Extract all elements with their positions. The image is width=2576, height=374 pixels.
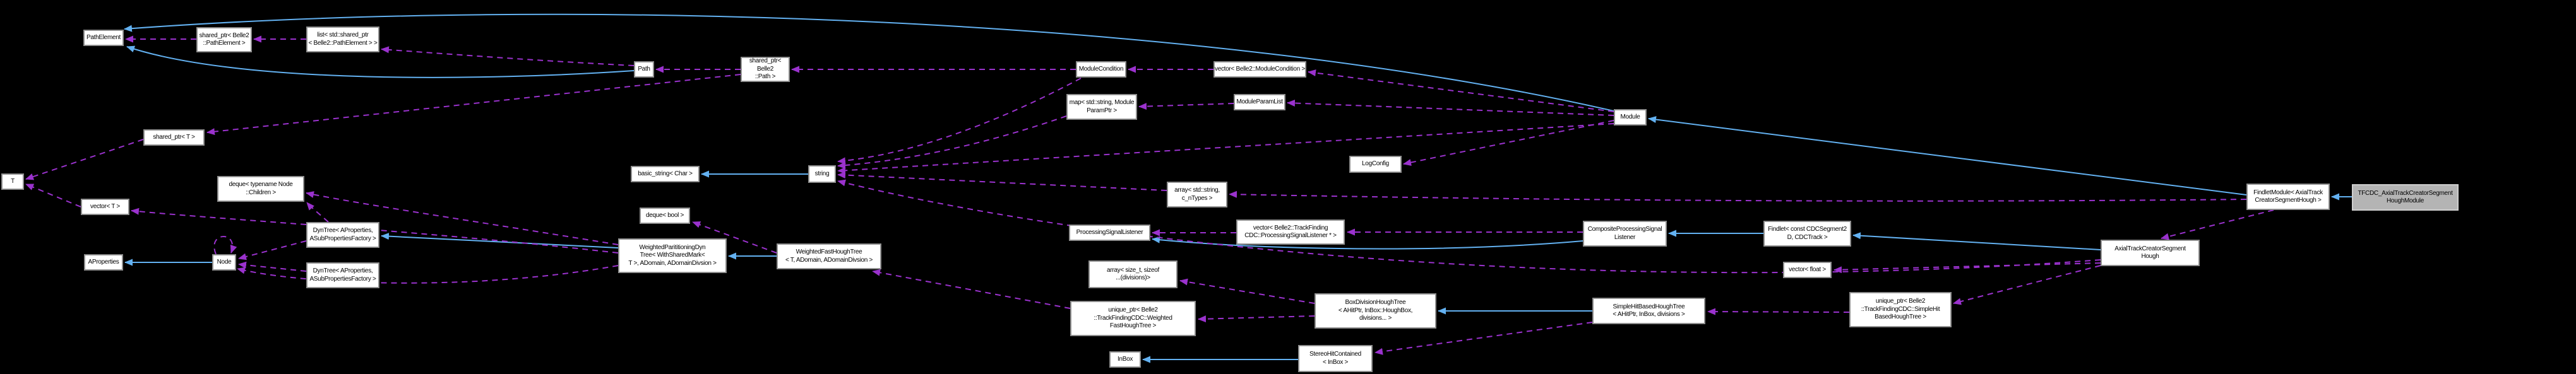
edge-weighted-paritioning-dyn-tree-to-dyn-tree-1 (381, 233, 619, 248)
edge-path-to-path-element (126, 45, 635, 78)
class-node-weighted-paritioning-dyn-tree[interactable]: WeightedParititioningDyn Tree< WithShare… (618, 238, 727, 273)
edge-module-to-vector-module-condition (1308, 69, 1614, 112)
class-node-box-division-hough-tree[interactable]: BoxDivisionHoughTree < AHitPtr, InBox::H… (1315, 293, 1436, 329)
class-node-simple-hit-based-hough-tree[interactable]: SimpleHitBasedHoughTree < AHitPtr, InBox… (1592, 298, 1705, 324)
class-node-module[interactable]: Module (1614, 109, 1647, 126)
class-node-module-param-list[interactable]: ModuleParamList (1234, 94, 1285, 110)
class-node-deque-node-children[interactable]: deque< typename Node ::Children > (217, 176, 304, 202)
class-node-stereo-hit-contained-inbox[interactable]: StereoHitContained < InBox > (1298, 345, 1373, 372)
class-node-tfcdc-axial-track-creator-segment-hough-module: TFCDC_AxialTrackCreatorSegment HoughModu… (2352, 184, 2459, 211)
edge-weighted-paritioning-dyn-tree-to-node (237, 265, 619, 284)
edge-module-to-module-param-list (1287, 99, 1614, 116)
class-node-basic-string-char[interactable]: basic_string< Char > (631, 166, 700, 182)
edge-dyn-tree-2-to-node (238, 261, 307, 272)
class-node-dyn-tree-1[interactable]: DynTree< AProperties, ASubPropertiesFact… (306, 222, 379, 248)
edge-module-to-path-element (124, 13, 1614, 112)
class-node-a-properties[interactable]: AProperties (84, 254, 123, 271)
edge-dyn-tree-1-to-deque-node-children (306, 202, 329, 223)
edge-axial-track-creator-segment-hough-to-findlet (1852, 232, 2101, 250)
class-node-axial-track-creator-segment-hough[interactable]: AxialTrackCreatorSegment Hough (2101, 240, 2200, 266)
class-node-t[interactable]: T (1, 173, 24, 190)
class-node-unique-ptr-weighted-fast-hough-tree[interactable]: unique_ptr< Belle2 ::TrackFindingCDC::We… (1070, 301, 1196, 336)
edge-composite-processing-signal-listener-to-processing-signal-listener (1152, 236, 1583, 250)
class-node-findlet[interactable]: Findlet< const CDCSegment2 D, CDCTrack > (1763, 221, 1851, 247)
class-node-map-string-module-param-ptr[interactable]: map< std::string, Module ParamPtr > (1066, 94, 1137, 120)
class-node-unique-ptr-simple-hit-based-hough-tree[interactable]: unique_ptr< Belle2 ::TrackFindingCDC::Si… (1849, 292, 1952, 327)
class-node-deque-bool[interactable]: deque< bool > (640, 207, 690, 224)
class-node-shared-ptr-path-element[interactable]: shared_ptr< Belle2 ::PathElement > (196, 27, 252, 52)
edge-module-condition-to-string (837, 78, 1082, 165)
edge-weighted-paritioning-dyn-tree-to-deque-node-children (306, 191, 619, 245)
class-node-inbox[interactable]: InBox (1109, 351, 1141, 368)
edge-path-to-list-shared-ptr-path-element (381, 46, 635, 66)
edge-findlet-module-to-array-string-cntypes (1229, 190, 2247, 202)
edge-module-to-string (837, 123, 1614, 174)
class-node-composite-processing-signal-listener[interactable]: CompositeProcessingSignal Listener (1583, 221, 1667, 247)
class-node-findlet-module[interactable]: FindletModule< AxialTrack CreatorSegment… (2246, 184, 2330, 210)
edge-array-string-cntypes-to-string (837, 172, 1167, 191)
class-node-vector-module-condition[interactable]: vector< Belle2::ModuleCondition > (1213, 61, 1306, 78)
class-node-string[interactable]: string (808, 165, 836, 183)
class-node-path-element[interactable]: PathElement (83, 30, 124, 46)
class-node-list-shared-ptr-path-element[interactable]: list< std::shared_ptr < Belle2::PathElem… (306, 26, 379, 52)
edge-module-to-log-config (1403, 120, 1614, 166)
edge-simple-hit-based-hough-tree-to-stereo-hit-contained-inbox (1374, 322, 1593, 355)
class-node-weighted-fast-hough-tree[interactable]: WeightedFastHoughTree < T, ADomain, ADom… (777, 243, 881, 269)
class-node-array-size-t-divisions[interactable]: array< size_t, sizeof ...(divisions)> (1088, 260, 1178, 288)
class-node-array-string-cntypes[interactable]: array< std::string, c_nTypes > (1167, 182, 1227, 207)
class-node-shared-ptr-path[interactable]: shared_ptr< Belle2 ::Path > (741, 57, 790, 82)
edge-shared-ptr-t-to-t (25, 139, 144, 180)
class-node-vector-float[interactable]: vector< float > (1783, 262, 1832, 278)
edge-box-division-hough-tree-to-array-size-t-divisions (1179, 278, 1315, 304)
edge-dyn-tree-1-to-node (238, 240, 307, 260)
class-node-module-condition[interactable]: ModuleCondition (1076, 61, 1126, 78)
edge-axial-track-creator-segment-hough-to-unique-ptr-simple-hit-based-hough-tree (1953, 265, 2101, 305)
edge-axial-track-creator-segment-hough-to-vector-float (1834, 262, 2101, 274)
edge-axial-track-creator-segment-hough-to-string (837, 179, 2101, 274)
class-node-node[interactable]: Node (212, 254, 236, 271)
class-node-processing-signal-listener[interactable]: ProcessingSignalListener (1069, 225, 1150, 241)
class-node-vector-t[interactable]: vector< T > (81, 199, 129, 215)
edge-findlet-module-to-module (1648, 116, 2247, 196)
edge-unique-ptr-weighted-fast-hough-tree-to-weighted-fast-hough-tree (872, 269, 1071, 309)
edge-weighted-fast-hough-tree-to-deque-bool (692, 221, 777, 254)
edge-map-string-module-param-ptr-to-string (837, 115, 1067, 169)
edge-node-to-node-self (213, 236, 237, 255)
class-node-shared-ptr-t[interactable]: shared_ptr< T > (143, 129, 205, 146)
class-node-vector-processing-signal-listener[interactable]: vector< Belle2::TrackFinding CDC::Proces… (1236, 219, 1345, 245)
class-node-dyn-tree-2[interactable]: DynTree< AProperties, ASubPropertiesFact… (306, 262, 379, 288)
edge-shared-ptr-path-to-shared-ptr-t (206, 74, 741, 136)
class-node-path[interactable]: Path (634, 61, 654, 78)
class-node-log-config[interactable]: LogConfig (1349, 156, 1402, 173)
